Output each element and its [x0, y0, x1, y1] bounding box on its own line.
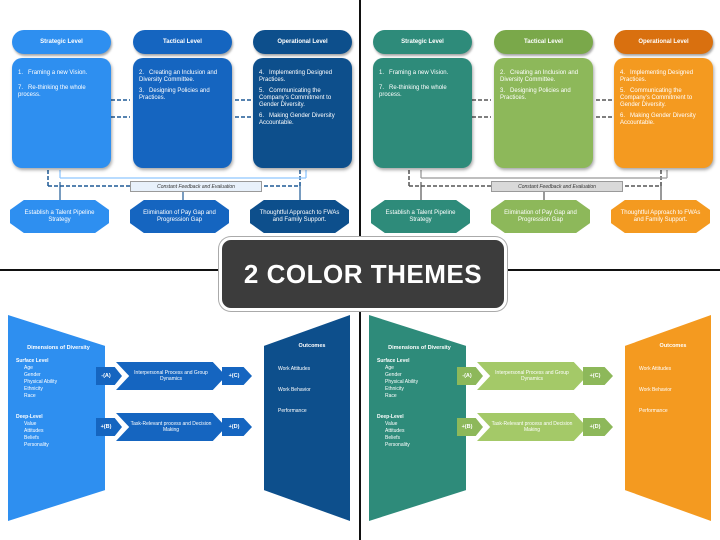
task-chevron: Task-Relevant process and Decision Makin…: [116, 413, 226, 441]
deep-label: Deep-Level: [377, 414, 404, 420]
color-themes-banner: 2 COLOR THEMES: [219, 237, 507, 311]
label-c: +(C): [222, 367, 252, 385]
list-item: Value: [385, 421, 398, 427]
outcome-pay-gap: Elimination of Pay Gap and Progression G…: [491, 200, 590, 233]
list-item: Gender: [24, 372, 41, 378]
deep-list: Value Attitudes Beliefs Personality: [16, 421, 101, 449]
outcome-fwa: Thoughtful Approach to FWAs and Family S…: [611, 200, 710, 233]
list-item: Personality: [385, 442, 410, 448]
framework-blue: Strategic Level Tactical Level Operation…: [0, 0, 359, 269]
outcome-talent-pipeline: Establish a Talent Pipeline Strategy: [10, 200, 109, 233]
outcome-pay-gap: Elimination of Pay Gap and Progression G…: [130, 200, 229, 233]
framework-green: Strategic Level Tactical Level Operation…: [361, 0, 720, 269]
card-item: 6. Making Gender Diversity Accountable.: [620, 113, 696, 126]
outcome-item: Work Attitudes: [639, 366, 672, 372]
card-item: 5. Communicating the Company's Commitmen…: [259, 88, 332, 108]
deep-label: Deep-Level: [16, 414, 43, 420]
list-item: Attitudes: [385, 428, 405, 434]
label-b: +(B): [96, 418, 122, 436]
outcomes-panel: Outcomes Work Attitudes Work Behavior Pe…: [264, 315, 350, 521]
list-item: Age: [24, 365, 33, 371]
outcome-fwa: Thoughtful Approach to FWAs and Family S…: [250, 200, 349, 233]
list-item: Ethnicity: [385, 386, 404, 392]
tactical-card: 2. Creating an Inclusion and Diversity C…: [133, 58, 232, 168]
outcomes-title: Outcomes: [659, 343, 687, 349]
card-item: 1. Framing a new Vision.: [18, 70, 88, 76]
card-item: 2. Creating an Inclusion and Diversity C…: [139, 70, 218, 83]
card-item: 7. Re-thinking the whole process.: [379, 85, 447, 98]
operational-header: Operational Level: [253, 30, 352, 54]
label-c: +(C): [583, 367, 613, 385]
diversity-model-green: Dimensions of Diversity Surface Level Ag…: [361, 271, 720, 540]
strategic-card: 1. Framing a new Vision. 7. Re-thinking …: [373, 58, 472, 168]
dimensions-title: Dimensions of Diversity: [388, 345, 451, 351]
outcome-item: Work Behavior: [278, 387, 311, 393]
operational-card: 4. Implementing Designed Practices. 5. C…: [614, 58, 713, 168]
list-item: Beliefs: [385, 435, 401, 441]
outcome-item: Performance: [278, 408, 307, 414]
list-item: Ethnicity: [24, 386, 43, 392]
interpersonal-chevron: Interpersonal Process and Group Dynamics: [477, 362, 587, 390]
list-item: Age: [385, 365, 394, 371]
feedback-label: Constant Feedback and Evaluation: [491, 181, 623, 192]
tactical-card: 2. Creating an Inclusion and Diversity C…: [494, 58, 593, 168]
feedback-label: Constant Feedback and Evaluation: [130, 181, 262, 192]
list-item: Gender: [385, 372, 402, 378]
outcomes-panel: Outcomes Work Attitudes Work Behavior Pe…: [625, 315, 711, 521]
card-item: 6. Making Gender Diversity Accountable.: [259, 113, 335, 126]
card-item: 3. Designing Policies and Practices.: [139, 88, 210, 101]
outcome-item: Work Attitudes: [278, 366, 311, 372]
card-item: 1. Framing a new Vision.: [379, 70, 449, 76]
label-d: +(D): [222, 418, 252, 436]
label-b: +(B): [457, 418, 483, 436]
outcomes-title: Outcomes: [298, 343, 326, 349]
card-item: 3. Designing Policies and Practices.: [500, 88, 571, 101]
strategic-header: Strategic Level: [12, 30, 111, 54]
list-item: Physical Ability: [24, 379, 58, 385]
label-a: -(A): [457, 367, 483, 385]
dimensions-title: Dimensions of Diversity: [27, 345, 90, 351]
operational-card: 4. Implementing Designed Practices. 5. C…: [253, 58, 352, 168]
label-d: +(D): [583, 418, 613, 436]
diversity-model-blue: Dimensions of Diversity Surface Level Ag…: [0, 271, 359, 540]
list-item: Race: [385, 393, 397, 399]
surface-label: Surface Level: [16, 358, 49, 364]
dimensions-panel: Dimensions of Diversity Surface Level Ag…: [8, 315, 105, 521]
card-item: 4. Implementing Designed Practices.: [259, 70, 333, 83]
outcome-talent-pipeline: Establish a Talent Pipeline Strategy: [371, 200, 470, 233]
list-item: Physical Ability: [385, 379, 419, 385]
card-item: 2. Creating an Inclusion and Diversity C…: [500, 70, 579, 83]
surface-label: Surface Level: [377, 358, 410, 364]
list-item: Race: [24, 393, 36, 399]
surface-list: Age Gender Physical Ability Ethnicity Ra…: [16, 365, 101, 400]
card-item: 4. Implementing Designed Practices.: [620, 70, 694, 83]
strategic-header: Strategic Level: [373, 30, 472, 54]
interpersonal-chevron: Interpersonal Process and Group Dynamics: [116, 362, 226, 390]
list-item: Value: [24, 421, 37, 427]
outcome-item: Performance: [639, 408, 668, 414]
dimensions-panel: Dimensions of Diversity Surface Level Ag…: [369, 315, 466, 521]
card-item: 7. Re-thinking the whole process.: [18, 85, 86, 98]
tactical-header: Tactical Level: [494, 30, 593, 54]
list-item: Beliefs: [24, 435, 40, 441]
card-item: 5. Communicating the Company's Commitmen…: [620, 88, 693, 108]
task-chevron: Task-Relevant process and Decision Makin…: [477, 413, 587, 441]
label-a: -(A): [96, 367, 122, 385]
surface-list: Age Gender Physical Ability Ethnicity Ra…: [377, 365, 462, 400]
outcome-item: Work Behavior: [639, 387, 672, 393]
deep-list: Value Attitudes Beliefs Personality: [377, 421, 462, 449]
list-item: Personality: [24, 442, 49, 448]
operational-header: Operational Level: [614, 30, 713, 54]
list-item: Attitudes: [24, 428, 44, 434]
strategic-card: 1. Framing a new Vision. 7. Re-thinking …: [12, 58, 111, 168]
tactical-header: Tactical Level: [133, 30, 232, 54]
